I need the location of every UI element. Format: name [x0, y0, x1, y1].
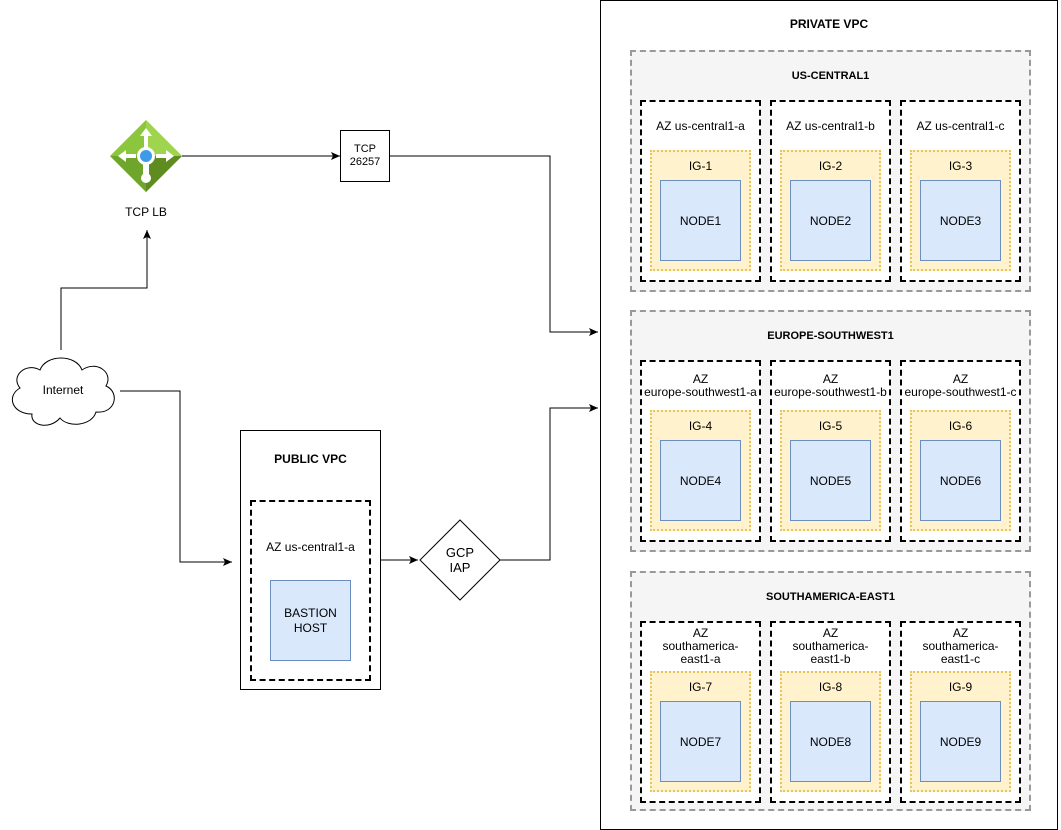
compute-node: NODE6	[920, 440, 1001, 521]
az-label: AZ europe-southwest1-b	[774, 372, 887, 399]
tcp-lb-label: TCP LB	[125, 205, 167, 219]
compute-node: NODE2	[790, 180, 871, 261]
bastion-host: BASTION HOST	[270, 580, 351, 661]
compute-node: NODE1	[660, 180, 741, 261]
az-label: AZ europe-southwest1-a	[644, 372, 757, 399]
private-vpc-title: PRIVATE VPC	[789, 17, 869, 31]
az-label: AZ us-central1-c	[916, 119, 1005, 133]
internet-label: Internet	[42, 383, 84, 397]
edge-iap-to-private-vpc	[500, 404, 598, 561]
tcp-port-box: TCP 26257	[340, 130, 390, 182]
instance-group-label: IG-1	[688, 159, 713, 173]
instance-group-label: IG-8	[818, 680, 843, 694]
instance-group-label: IG-3	[948, 159, 973, 173]
public-vpc-title: PUBLIC VPC	[274, 452, 347, 466]
edge-tcp-port-to-private-vpc	[390, 155, 598, 336]
instance-group-label: IG-2	[818, 159, 843, 173]
gcp-iap-node: GCP IAP	[419, 519, 501, 601]
az-label: AZ us-central1-a	[656, 119, 745, 133]
edge-internet-to-public-az	[120, 390, 232, 566]
compute-node: NODE5	[790, 440, 871, 521]
compute-node: NODE4	[660, 440, 741, 521]
compute-node: NODE8	[790, 701, 871, 782]
compute-node: NODE9	[920, 701, 1001, 782]
compute-node: NODE3	[920, 180, 1001, 261]
edge-internet-to-tcp-lb	[60, 230, 151, 350]
instance-group-label: IG-5	[818, 419, 843, 433]
load-balancer-icon	[110, 120, 182, 192]
bastion-host-label: BASTION HOST	[284, 605, 337, 635]
public-az-label: AZ us-central1-a	[266, 540, 355, 554]
az-label: AZ europe-southwest1-c	[904, 372, 1017, 399]
cloud-icon	[11, 357, 115, 426]
az-label: AZ southamerica- east1-c	[922, 626, 999, 666]
internet-cloud: Internet	[4, 350, 122, 430]
instance-group-label: IG-9	[948, 680, 973, 694]
instance-group-label: IG-7	[688, 680, 713, 694]
az-label: AZ us-central1-b	[786, 119, 875, 133]
instance-group-label: IG-4	[688, 419, 713, 433]
compute-node: NODE7	[660, 701, 741, 782]
az-label: AZ southamerica- east1-a	[662, 626, 739, 666]
region-title: SOUTHAMERICA-EAST1	[766, 591, 895, 603]
iap-diamond-shape	[419, 519, 501, 601]
region-title: US-CENTRAL1	[791, 70, 870, 82]
gcp-iap-label: GCP IAP	[445, 545, 475, 575]
region-title: EUROPE-SOUTHWEST1	[767, 330, 894, 342]
tcp-lb-node	[108, 118, 184, 194]
instance-group-label: IG-6	[948, 419, 973, 433]
az-label: AZ southamerica- east1-b	[792, 626, 869, 666]
